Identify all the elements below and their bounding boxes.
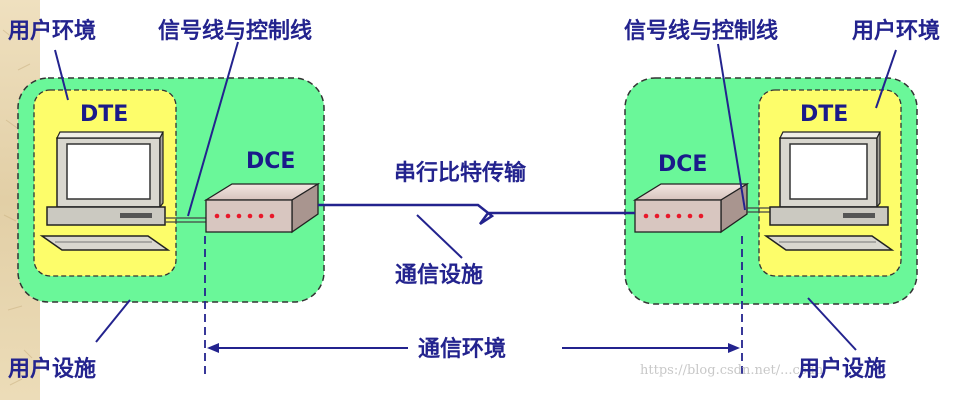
cable-left: [165, 217, 212, 223]
label-dte-right: DTE: [800, 102, 848, 127]
leader-lines: [54, 41, 897, 351]
label-user-env-left: 用户环境: [8, 18, 96, 44]
label-signal-right: 信号线与控制线: [624, 18, 778, 44]
dce-modem-right: [632, 182, 750, 234]
label-comm-facility: 通信设施: [395, 262, 483, 288]
computer-icon-right: [763, 131, 895, 251]
label-user-env-right: 用户环境: [852, 18, 940, 44]
label-user-facility-left: 用户设施: [8, 356, 96, 382]
computer-icon-left: [39, 131, 171, 251]
label-serial-transmission: 串行比特传输: [394, 160, 527, 186]
label-signal-left: 信号线与控制线: [158, 18, 312, 44]
dce-modem-left: [203, 182, 321, 234]
label-dce-left: DCE: [246, 149, 295, 174]
comm-env-span: [207, 343, 740, 353]
cable-right: [747, 207, 772, 213]
label-dte-left: DTE: [80, 102, 128, 127]
label-comm-env: 通信环境: [418, 336, 506, 362]
label-user-facility-right: 用户设施: [798, 356, 886, 382]
watermark: https://blog.csdn.net/...csdn: [640, 363, 824, 378]
serial-transmission-line: [318, 203, 635, 226]
label-dce-right: DCE: [658, 152, 707, 177]
boundary-lines: [204, 236, 743, 378]
